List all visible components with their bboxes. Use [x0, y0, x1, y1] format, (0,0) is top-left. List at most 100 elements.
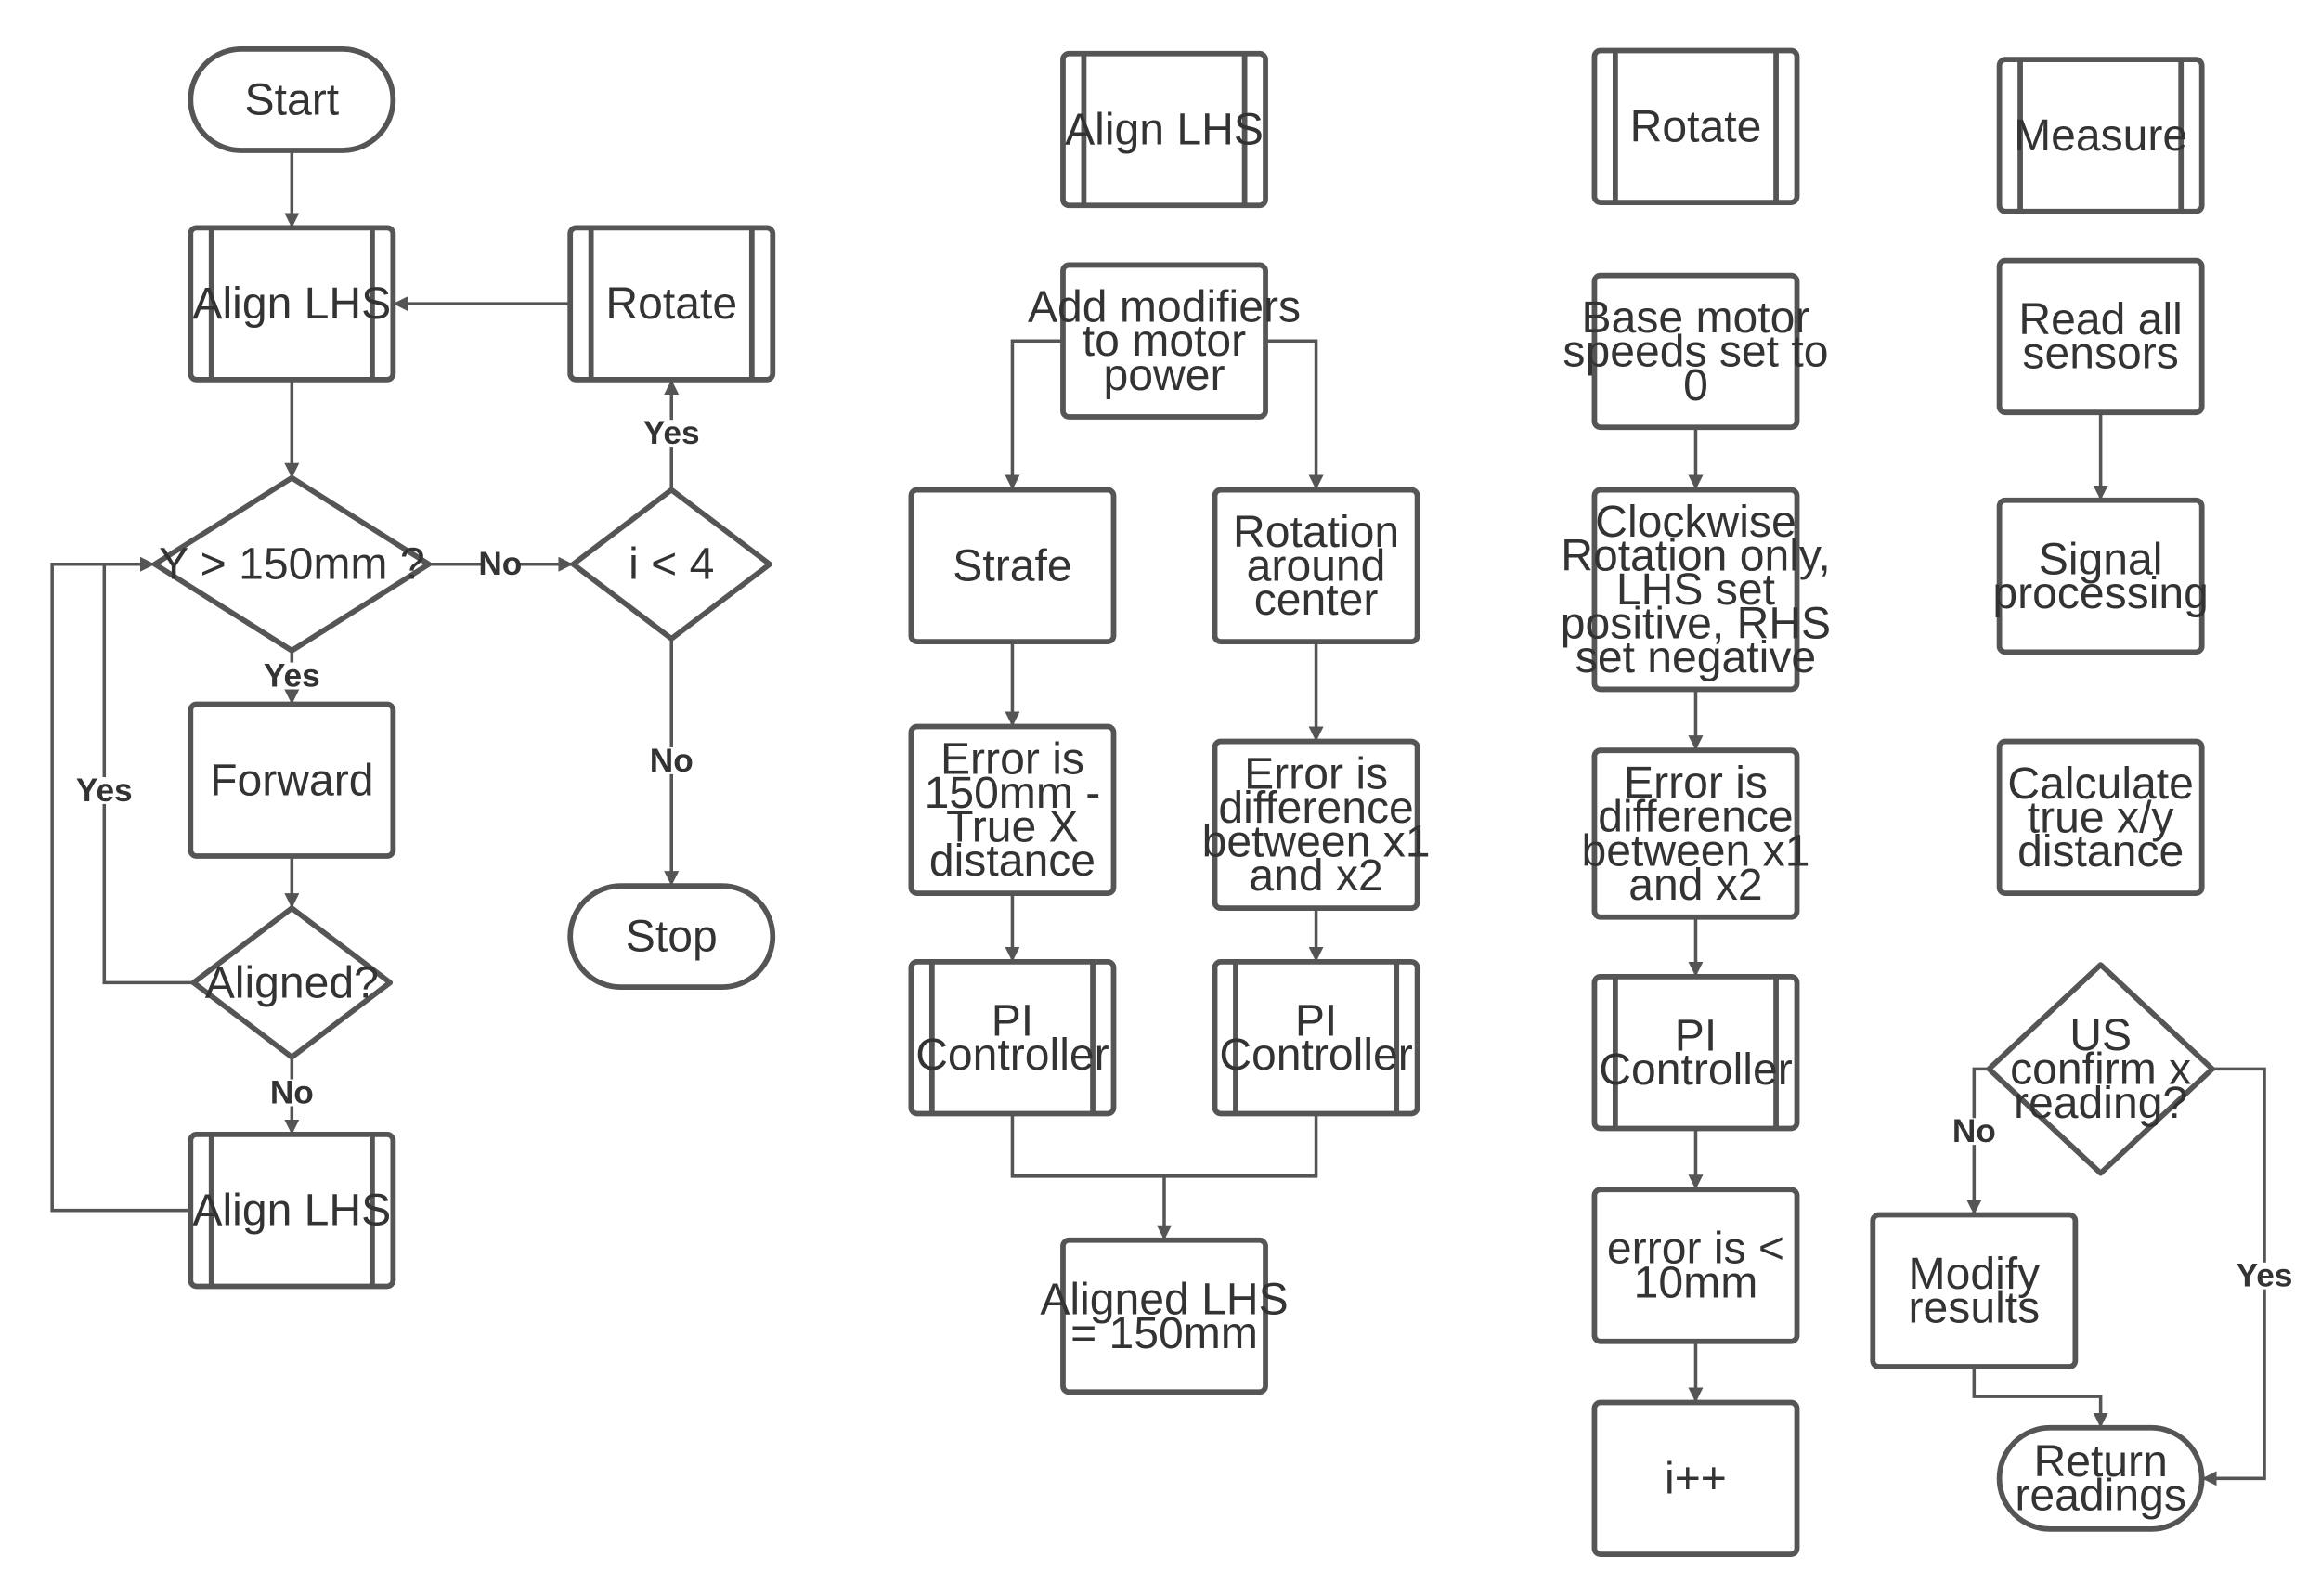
align-lhs-subprocess-box: [188, 225, 396, 383]
align-lhs-title-box: [1060, 50, 1268, 209]
aligned-decision[interactable]: Aligned?: [190, 905, 394, 1060]
rotate-subprocess[interactable]: Rotate: [567, 225, 776, 383]
read-sensors-step-box: [1996, 257, 2205, 416]
us-confirm-no-label-bg: [1956, 1118, 1992, 1146]
loop-count-decision[interactable]: i < 4: [570, 487, 772, 642]
us-confirm-no-edge: [1966, 1067, 1990, 1215]
align-lhs-repeat-subprocess-label: Align LHS: [192, 1186, 391, 1236]
align-lhs-repeat-subprocess-box: [188, 1132, 396, 1290]
start-terminal[interactable]: Start: [188, 46, 396, 153]
us-confirm-yes-label-text: Yes: [2237, 1258, 2293, 1294]
y-check-yes-label-bg: [266, 662, 317, 690]
stop-terminal[interactable]: Stop: [567, 883, 776, 991]
y-distance-decision-diamond: [151, 474, 432, 654]
align-lhs-subprocess[interactable]: Align LHS: [188, 225, 396, 383]
stop-terminal-label: Stop: [626, 912, 718, 962]
align-lhs-title[interactable]: Align LHS: [1060, 50, 1268, 209]
align-lhs-repeat-subprocess[interactable]: Align LHS: [188, 1132, 396, 1290]
modifiers-to-strafe-edge: [1005, 339, 1063, 490]
aligned-yes-label-text: Yes: [76, 772, 133, 809]
increment-step[interactable]: i++: [1591, 1399, 1800, 1557]
measure-title[interactable]: Measure: [1996, 57, 2205, 214]
y-check-no-label: No: [478, 546, 522, 582]
base-motor-speeds-step-box: [1591, 272, 1800, 431]
y-check-yes-label-text: Yes: [264, 658, 320, 694]
aligned-decision-diamond: [190, 905, 394, 1060]
y-check-yes-label: Yes: [264, 658, 320, 694]
pi-controller-strafe-box: [908, 959, 1117, 1117]
aligned-no-label: No: [270, 1075, 314, 1111]
stop-terminal-box: [567, 883, 776, 991]
aligned-lhs-result-label: Aligned LHS= 150mm: [1040, 1274, 1288, 1358]
i-check-no-label-text: No: [650, 743, 694, 779]
strafe-step[interactable]: Strafe: [908, 487, 1117, 645]
start-terminal-label: Start: [245, 74, 340, 124]
modify-results-step-box: [1870, 1212, 2079, 1369]
rotate-subprocess-label: Rotate: [605, 279, 737, 329]
signal-processing-step-box: [1996, 497, 2205, 655]
align-lhs-subprocess-label: Align LHS: [192, 279, 391, 329]
y-distance-decision[interactable]: Y > 150mm ?: [151, 474, 432, 654]
error-threshold-step-label: error is <10mm: [1607, 1224, 1784, 1308]
rotate-title-label: Rotate: [1630, 101, 1762, 151]
pi-controller-rotate-box: [1591, 974, 1800, 1132]
return-readings-terminal-box: [1996, 1424, 2205, 1532]
y-check-no-label-bg: [482, 551, 519, 578]
clockwise-rotation-step-box: [1591, 487, 1800, 693]
forward-step[interactable]: Forward: [188, 701, 396, 859]
i-check-yes-label-text: Yes: [643, 415, 700, 451]
y-check-no-label-text: No: [478, 546, 522, 582]
strafe-step-box: [908, 487, 1117, 645]
i-check-yes-label-bg: [646, 420, 696, 448]
aligned-no-label-bg: [274, 1079, 310, 1107]
loop-count-decision-label: i < 4: [629, 539, 714, 590]
i-check-yes-label: Yes: [643, 415, 700, 451]
strafe-step-label: Strafe: [953, 540, 1071, 590]
aligned-yes-label-bg: [79, 777, 129, 804]
aligned-lhs-result[interactable]: Aligned LHS= 150mm: [1040, 1237, 1289, 1395]
forward-step-label: Forward: [210, 755, 373, 805]
modifiers-to-rotation-edge: [1265, 339, 1324, 490]
aligned-lhs-result-box: [1060, 1237, 1268, 1395]
aligned-decision-label: Aligned?: [205, 957, 379, 1007]
aligned-no-label-text: No: [270, 1075, 314, 1111]
rotate-title-box: [1591, 47, 1800, 205]
rotate-title[interactable]: Rotate: [1591, 47, 1800, 205]
forward-step-box: [188, 701, 396, 859]
pi-rotation-to-result-edge: [1164, 1113, 1318, 1178]
rotate-subprocess-box: [567, 225, 776, 383]
align-repeat-loop-edge: [50, 556, 191, 1213]
measure-title-label: Measure: [2014, 110, 2187, 161]
error-threshold-step[interactable]: error is <10mm: [1591, 1187, 1800, 1344]
